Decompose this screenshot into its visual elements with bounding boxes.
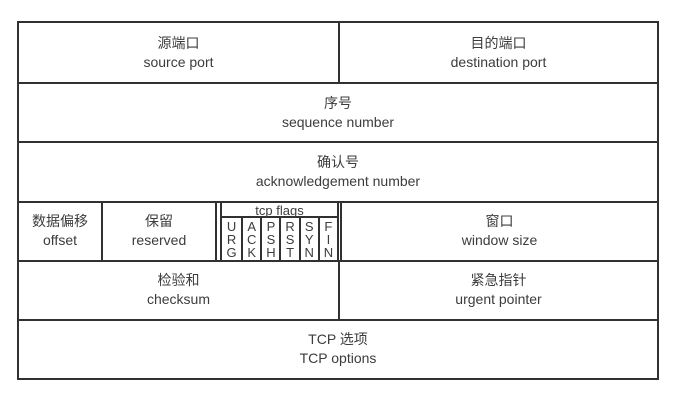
flag-ack-letter: C <box>247 231 257 247</box>
cell-destination-port: 目的端口 destination port <box>338 23 657 83</box>
source-port-label-zh: 源端口 <box>157 34 200 51</box>
flag-ack-letter: A <box>247 218 257 234</box>
flag-syn-letter: S <box>304 218 314 234</box>
acknowledgement-number-label-zh: 确认号 <box>317 153 359 170</box>
sequence-number-label-en: sequence number <box>281 113 395 130</box>
reserved-label-en: reserved <box>131 232 187 249</box>
flag-psh-letter: S <box>266 231 276 247</box>
window-size-label-zh: 窗口 <box>485 213 514 230</box>
flag-fin-letter: F <box>324 218 333 234</box>
checksum-label-zh: 检验和 <box>157 272 200 289</box>
cell-window-size: 窗口 window size <box>340 202 657 260</box>
offset-label-zh: 数据偏移 <box>32 213 88 230</box>
flag-rst-letter: S <box>285 231 295 247</box>
flag-fin-letter: I <box>326 231 331 247</box>
flag-psh-letter: P <box>266 218 276 234</box>
cell-reserved: 保留 reserved <box>101 202 215 260</box>
row-sequence-number: 序号 sequence number <box>19 82 657 141</box>
row-checksum-urgent: 检验和 checksum 紧急指针 urgent pointer <box>19 259 657 319</box>
flag-fin: F I N <box>317 217 337 260</box>
row-acknowledgement-number: 确认号 acknowledgement number <box>19 141 657 200</box>
flag-urg-letter: U <box>226 218 237 234</box>
flag-psh-letter: H <box>266 244 276 260</box>
urgent-pointer-label-zh: 紧急指针 <box>470 272 527 289</box>
cell-source-port: 源端口 source port <box>19 23 338 82</box>
flag-rst-letter: T <box>286 244 295 260</box>
destination-port-label-en: destination port <box>450 53 547 70</box>
flag-psh: P S H <box>260 217 279 260</box>
flag-ack: A C K <box>241 217 260 260</box>
urgent-pointer-label-en: urgent pointer <box>455 291 542 308</box>
flag-syn-letter: Y <box>304 231 314 247</box>
offset-label-en: offset <box>43 232 77 249</box>
tcp-flags-block: tcp flags U R G A C K P <box>220 202 339 260</box>
flag-ack-letter: K <box>247 244 257 260</box>
cell-tcp-flags: tcp flags U R G A C K P <box>215 202 340 260</box>
cell-acknowledgement-number: 确认号 acknowledgement number <box>19 143 657 200</box>
tcp-options-label-en: TCP options <box>299 350 377 367</box>
destination-port-label-zh: 目的端口 <box>470 34 527 51</box>
flag-rst: R S T <box>279 217 298 260</box>
flag-rst-letter: R <box>285 218 295 234</box>
tcp-header-table: 源端口 source port 目的端口 destination port 序号… <box>17 21 659 380</box>
tcp-flags-title: tcp flags <box>222 203 337 218</box>
tcp-flags-grid: U R G A C K P S H <box>222 217 337 260</box>
cell-sequence-number: 序号 sequence number <box>19 84 657 141</box>
row-offset-flags-window: 数据偏移 offset 保留 reserved tcp flags U R G <box>19 200 657 260</box>
cell-data-offset: 数据偏移 offset <box>19 203 101 260</box>
flag-urg-letter: G <box>226 244 237 260</box>
flag-fin-letter: N <box>323 244 334 260</box>
flag-syn-letter: N <box>304 244 314 260</box>
cell-tcp-options: TCP 选项 TCP options <box>19 321 657 378</box>
sequence-number-label-zh: 序号 <box>324 94 352 111</box>
cell-urgent-pointer: 紧急指针 urgent pointer <box>338 261 657 319</box>
cell-checksum: 检验和 checksum <box>19 262 338 319</box>
flag-syn: S Y N <box>298 217 318 260</box>
flag-urg: U R G <box>222 218 241 260</box>
row-ports: 源端口 source port 目的端口 destination port <box>19 23 657 83</box>
row-tcp-options: TCP 选项 TCP options <box>19 318 657 378</box>
source-port-label-en: source port <box>143 53 214 70</box>
flag-urg-letter: R <box>226 231 237 247</box>
window-size-label-en: window size <box>461 232 538 249</box>
reserved-label-zh: 保留 <box>145 213 173 230</box>
acknowledgement-number-label-en: acknowledgement number <box>255 172 421 189</box>
checksum-label-en: checksum <box>146 291 211 308</box>
tcp-options-label-zh: TCP 选项 <box>308 331 368 348</box>
